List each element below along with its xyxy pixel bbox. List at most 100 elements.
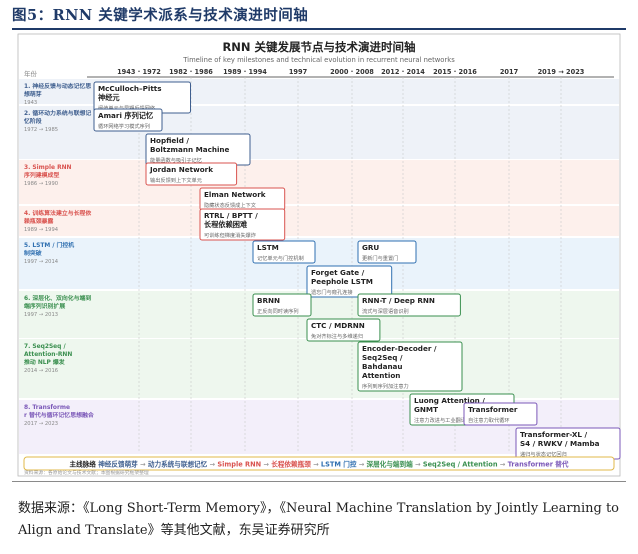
main-line-arrow: → <box>207 461 217 469</box>
chart-footnote: 资料来源：各原始论文与技术文献；本图根据研究框架整理 <box>24 469 149 476</box>
milestone-desc: 输出反馈到上下文单元 <box>150 176 202 184</box>
row-years: 1997 → 2013 <box>24 312 58 318</box>
main-line-step: LSTM 门控 <box>321 460 357 469</box>
main-line-step: Simple RNN <box>217 461 261 469</box>
milestone-desc: 流式与深层语音识别 <box>362 307 409 315</box>
milestone-title: 长程依赖困难 <box>204 220 248 229</box>
row-title: 8. Transforme <box>24 405 70 411</box>
milestone-box <box>357 240 417 264</box>
milestone-box <box>463 402 538 426</box>
milestone-box <box>306 318 381 342</box>
main-line-arrow: → <box>311 461 321 469</box>
milestone-title: Encoder-Decoder / <box>362 344 437 353</box>
main-line-arrow: → <box>356 461 366 469</box>
milestone-title: Elman Network <box>204 190 266 199</box>
main-line-box <box>23 456 615 471</box>
milestone-title: Amari 序列记忆 <box>98 111 153 120</box>
milestone-title: RTRL / BPTT / <box>204 211 258 220</box>
row-title: 端序列识别扩展 <box>24 302 65 310</box>
milestone-desc: 正反向同时读序列 <box>257 307 299 315</box>
row-title: 4. 训练算法建立与长程依 <box>24 209 91 217</box>
milestone-desc: 更新门与重置门 <box>362 254 398 262</box>
main-line-text: 主线脉络 神经反馈萌芽 → 动力系统与联想记忆 → Simple RNN → 长… <box>70 460 569 469</box>
milestone-title: Luong Attention / <box>414 396 485 405</box>
row-years: 1972 → 1985 <box>24 127 58 133</box>
main-line-arrow: → <box>413 461 423 469</box>
main-line-step: Transformer 替代 <box>508 460 569 469</box>
era-tick-label: 2019 → 2023 <box>538 68 585 76</box>
row-title: 1. 神经反馈与动态记忆思 <box>24 82 91 90</box>
milestone-title: Forget Gate / <box>311 268 365 277</box>
main-line-step: 长程依赖瓶颈 <box>271 460 311 469</box>
milestone-title: Boltzmann Machine <box>150 145 230 154</box>
milestone-title: Hopfield / <box>150 136 189 145</box>
milestone-desc: 阈值单元与早期反馈网络 <box>98 104 155 112</box>
source-text: 数据来源：《Long Short-Term Memory》，《Neural Ma… <box>18 501 619 538</box>
milestone-title: Attention <box>362 371 400 380</box>
milestone-box <box>357 293 461 317</box>
row-title: 5. LSTM / 门控机 <box>24 241 74 249</box>
main-line-label: 主线脉络 <box>70 460 99 469</box>
milestone-desc: 递归与状态记忆回归 <box>520 450 567 458</box>
row-title: 制突破 <box>24 249 42 257</box>
row-title: 忆阶段 <box>24 117 42 125</box>
row-title: 6. 深层化、双向化与端到 <box>24 294 91 302</box>
era-tick-label: 2015 · 2016 <box>433 68 477 76</box>
era-tick-label: 1989 · 1994 <box>223 68 267 76</box>
milestone-title: Jordan Network <box>149 165 213 174</box>
era-tick-label: 1982 · 1986 <box>169 68 213 76</box>
row-title: 7. Seq2Seq / <box>24 344 66 350</box>
row-title: Attention-RNN <box>24 352 72 358</box>
era-tick-label: 1997 <box>289 68 308 76</box>
main-line-arrow: → <box>498 461 508 469</box>
milestone-desc: 隐藏状态反馈成上下文 <box>204 201 257 209</box>
row-title: 推动 NLP 爆发 <box>24 358 65 366</box>
era-tick-label: 2017 <box>500 68 519 76</box>
milestone-title: GRU <box>362 243 379 252</box>
milestone-desc: 免对齐标注与多维递归 <box>311 332 363 340</box>
milestone-title: Peephole LSTM <box>311 277 373 286</box>
row-title: 赖瓶颈暴露 <box>24 217 54 225</box>
milestone-title: Transformer <box>468 405 518 414</box>
milestone-desc: 循环网络学习模式序列 <box>98 122 150 130</box>
source-rule <box>12 481 626 482</box>
milestone-box <box>252 293 312 317</box>
milestone-box <box>252 240 316 264</box>
chart-title: RNN 关键发展节点与技术演进时间轴 <box>222 40 415 54</box>
milestone-title: Transformer-XL / <box>520 430 587 439</box>
figure-caption: 图5：RNN 关键学术派系与技术演进时间轴 <box>12 7 309 24</box>
row-years: 1997 → 2014 <box>24 259 59 265</box>
milestone-desc: 注意力改进与工业翻译 <box>414 416 467 424</box>
chart-subtitle: Timeline of key milestones and technical… <box>182 56 455 64</box>
milestone-title: McCulloch–Pitts <box>98 84 162 93</box>
main-line-arrow: → <box>138 461 148 469</box>
row-years: 1943 <box>24 100 37 106</box>
milestone-title: BRNN <box>257 296 280 305</box>
row-years: 1989 → 1994 <box>24 227 59 233</box>
milestone-box <box>357 341 463 392</box>
milestone-desc: 可训练但梯度消失爆炸 <box>204 231 256 239</box>
row-title: r 替代与循环记忆思想融合 <box>24 411 94 419</box>
caption-rule <box>12 28 626 30</box>
main-line-arrow: → <box>261 461 271 469</box>
milestone-box <box>93 108 163 132</box>
milestone-desc: 序列到序列加注意力 <box>362 382 409 390</box>
milestone-title: S4 / RWKV / Mamba <box>520 439 600 448</box>
row-years: 2017 → 2023 <box>24 421 58 427</box>
era-tick-label: 2012 · 2014 <box>381 68 425 76</box>
era-tick-label: 1943 · 1972 <box>117 68 161 76</box>
milestone-title: CTC / MDRNN <box>311 321 365 330</box>
milestone-desc: 遗忘门与窥孔连接 <box>311 288 353 296</box>
row-band <box>19 160 619 204</box>
milestone-title: Bahdanau <box>362 362 403 371</box>
row-title: 2. 循环动力系统与联想记 <box>24 109 91 117</box>
milestone-title: Seq2Seq / <box>362 353 403 362</box>
row-title: 序列建模成型 <box>23 171 59 179</box>
era-tick-label: 2000 · 2008 <box>330 68 374 76</box>
main-line-step: 动力系统与联想记忆 <box>148 460 208 469</box>
milestone-box <box>199 208 286 241</box>
main-line-step: 神经反馈萌芽 <box>98 460 138 469</box>
row-title: 3. Simple RNN <box>24 165 72 171</box>
